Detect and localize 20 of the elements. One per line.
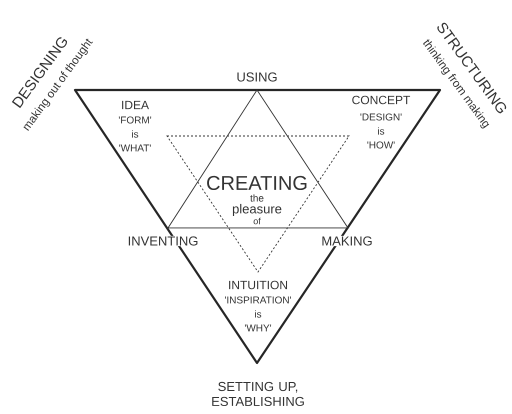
corner-text: 'INSPIRATION' (224, 296, 292, 304)
corner-heading: IDEA (122, 100, 149, 110)
center-text: the (250, 194, 264, 202)
corner-text: is (378, 127, 384, 135)
corner-text: is (255, 310, 262, 318)
corner-text: 'WHY' (244, 324, 272, 332)
vertex-label: SETTING UP, ESTABLISHING (212, 382, 304, 406)
corner-text: is (132, 130, 138, 138)
corner-text: 'HOW' (367, 141, 395, 149)
corner-text: 'WHAT' (119, 144, 151, 152)
corner-heading: INTUITION (229, 280, 288, 290)
center-title: CREATING (206, 175, 308, 191)
corner-text: 'FORM' (118, 116, 152, 124)
vertex-label: USING (237, 72, 277, 82)
vertex-label: INVENTING (127, 236, 199, 246)
center-text: of (254, 218, 261, 224)
center-text: pleasure (232, 204, 282, 216)
corner-heading: CONCEPT (352, 96, 410, 104)
vertex-label: MAKING (320, 236, 374, 246)
corner-text: 'DESIGN' (360, 113, 402, 121)
